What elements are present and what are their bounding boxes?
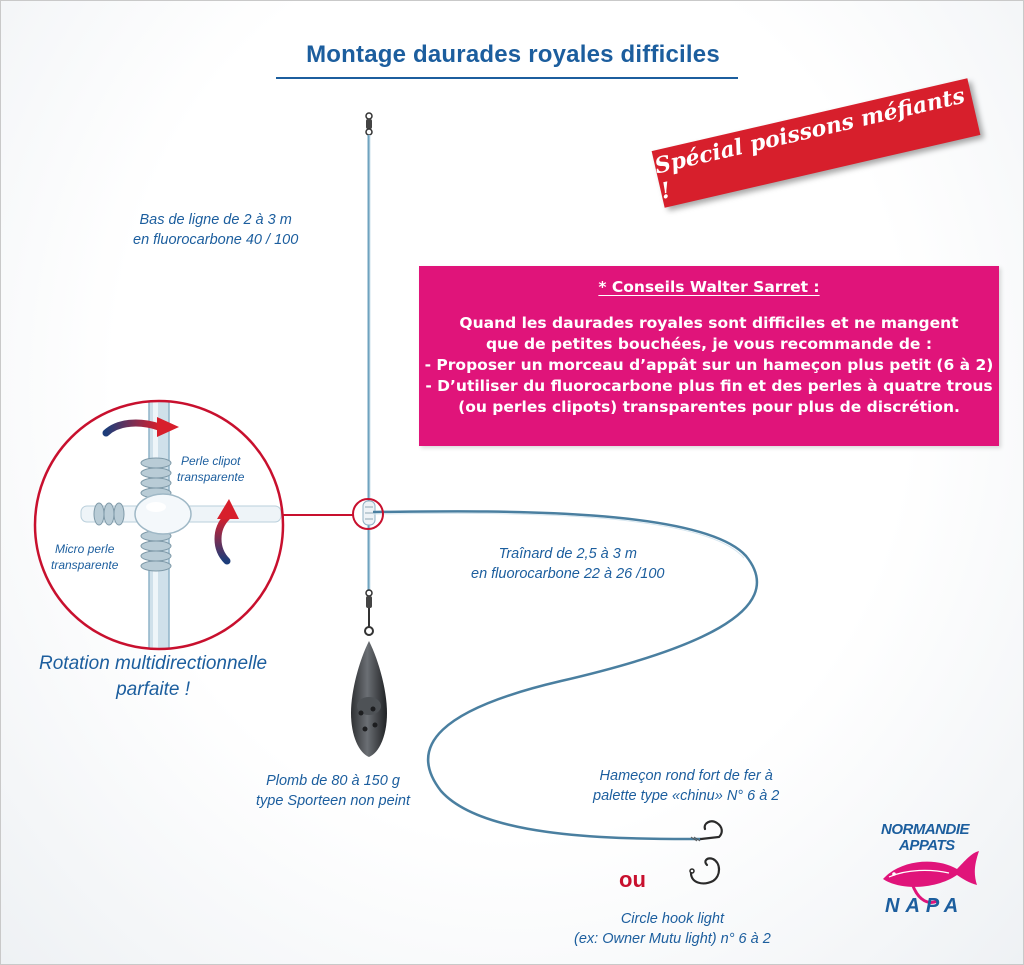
clip-bead-label: Perle clipot transparente xyxy=(177,453,244,485)
advice-line: Quand les daurades royales sont difficil… xyxy=(459,314,959,332)
logo-napa: NAPA xyxy=(885,895,965,917)
or-word: ou xyxy=(619,867,646,892)
round-hook-label-line: Hameçon rond fort de fer à xyxy=(599,768,773,784)
page-title: Montage daurades royales difficiles xyxy=(306,41,720,68)
micro-bead-label: Micro perle transparente xyxy=(51,541,118,573)
round-hook xyxy=(689,820,723,842)
round-hook-label: Hameçon rond fort de fer à palette type … xyxy=(593,766,779,806)
rotation-caption: Rotation multidirectionnelle parfaite ! xyxy=(39,651,267,703)
advice-line: - D’utiliser du fluorocarbone plus fin e… xyxy=(425,377,993,395)
circle-hook-label-line: Circle hook light xyxy=(620,911,724,927)
trailer-label-line: Traînard de 2,5 à 3 m xyxy=(498,546,637,562)
advice-line: (ou perles clipots) transparentes pour p… xyxy=(458,398,960,416)
rotation-caption-line: parfaite ! xyxy=(116,679,191,700)
top-swivel xyxy=(365,112,373,136)
title-underline xyxy=(276,77,738,79)
sinker-weight xyxy=(351,641,387,757)
leader-label: Bas de ligne de 2 à 3 m en fluorocarbone… xyxy=(133,210,298,250)
leader-label-line: en fluorocarbone 40 / 100 xyxy=(133,232,299,248)
trailer-label-line: en fluorocarbone 22 à 26 /100 xyxy=(471,566,665,582)
clip-bead-label-line: Perle clipot xyxy=(181,454,241,468)
weight-label-line: type Sporteen non peint xyxy=(256,793,410,809)
advice-line: - Proposer un morceau d’appât sur un ham… xyxy=(424,356,994,374)
rotation-caption-line: Rotation multidirectionnelle xyxy=(39,653,268,674)
circle-hook-label-line: (ex: Owner Mutu light) n° 6 à 2 xyxy=(574,931,771,947)
napa-fish-logo xyxy=(883,851,979,904)
weight-label: Plomb de 80 à 150 g type Sporteen non pe… xyxy=(256,771,410,811)
weight-label-line: Plomb de 80 à 150 g xyxy=(266,773,400,789)
clip-bead-label-line: transparente xyxy=(177,470,245,484)
circle-hook-label: Circle hook light (ex: Owner Mutu light)… xyxy=(574,909,771,949)
clip-bead-junction xyxy=(362,500,376,526)
advice-box: * Conseils Walter Sarret : Quand les dau… xyxy=(419,266,999,446)
lower-swivel xyxy=(364,589,374,636)
zoom-detail xyxy=(33,399,285,651)
leader-label-line: Bas de ligne de 2 à 3 m xyxy=(139,212,292,228)
advice-heading: * Conseils Walter Sarret : xyxy=(598,278,820,296)
advice-line: que de petites bouchées, je vous recomma… xyxy=(485,335,933,353)
trailer-label: Traînard de 2,5 à 3 m en fluorocarbone 2… xyxy=(471,544,664,584)
circle-hook xyxy=(689,857,721,885)
round-hook-label-line: palette type «chinu» N° 6 à 2 xyxy=(593,788,780,804)
micro-bead-label-line: transparente xyxy=(51,558,119,572)
micro-bead-label-line: Micro perle xyxy=(55,542,115,556)
trailer-line xyxy=(372,510,759,841)
advice-body: Quand les daurades royales sont difficil… xyxy=(419,313,999,418)
logo-appats: APPATS xyxy=(899,837,955,854)
logo-normandie: NORMANDIE xyxy=(881,821,970,838)
